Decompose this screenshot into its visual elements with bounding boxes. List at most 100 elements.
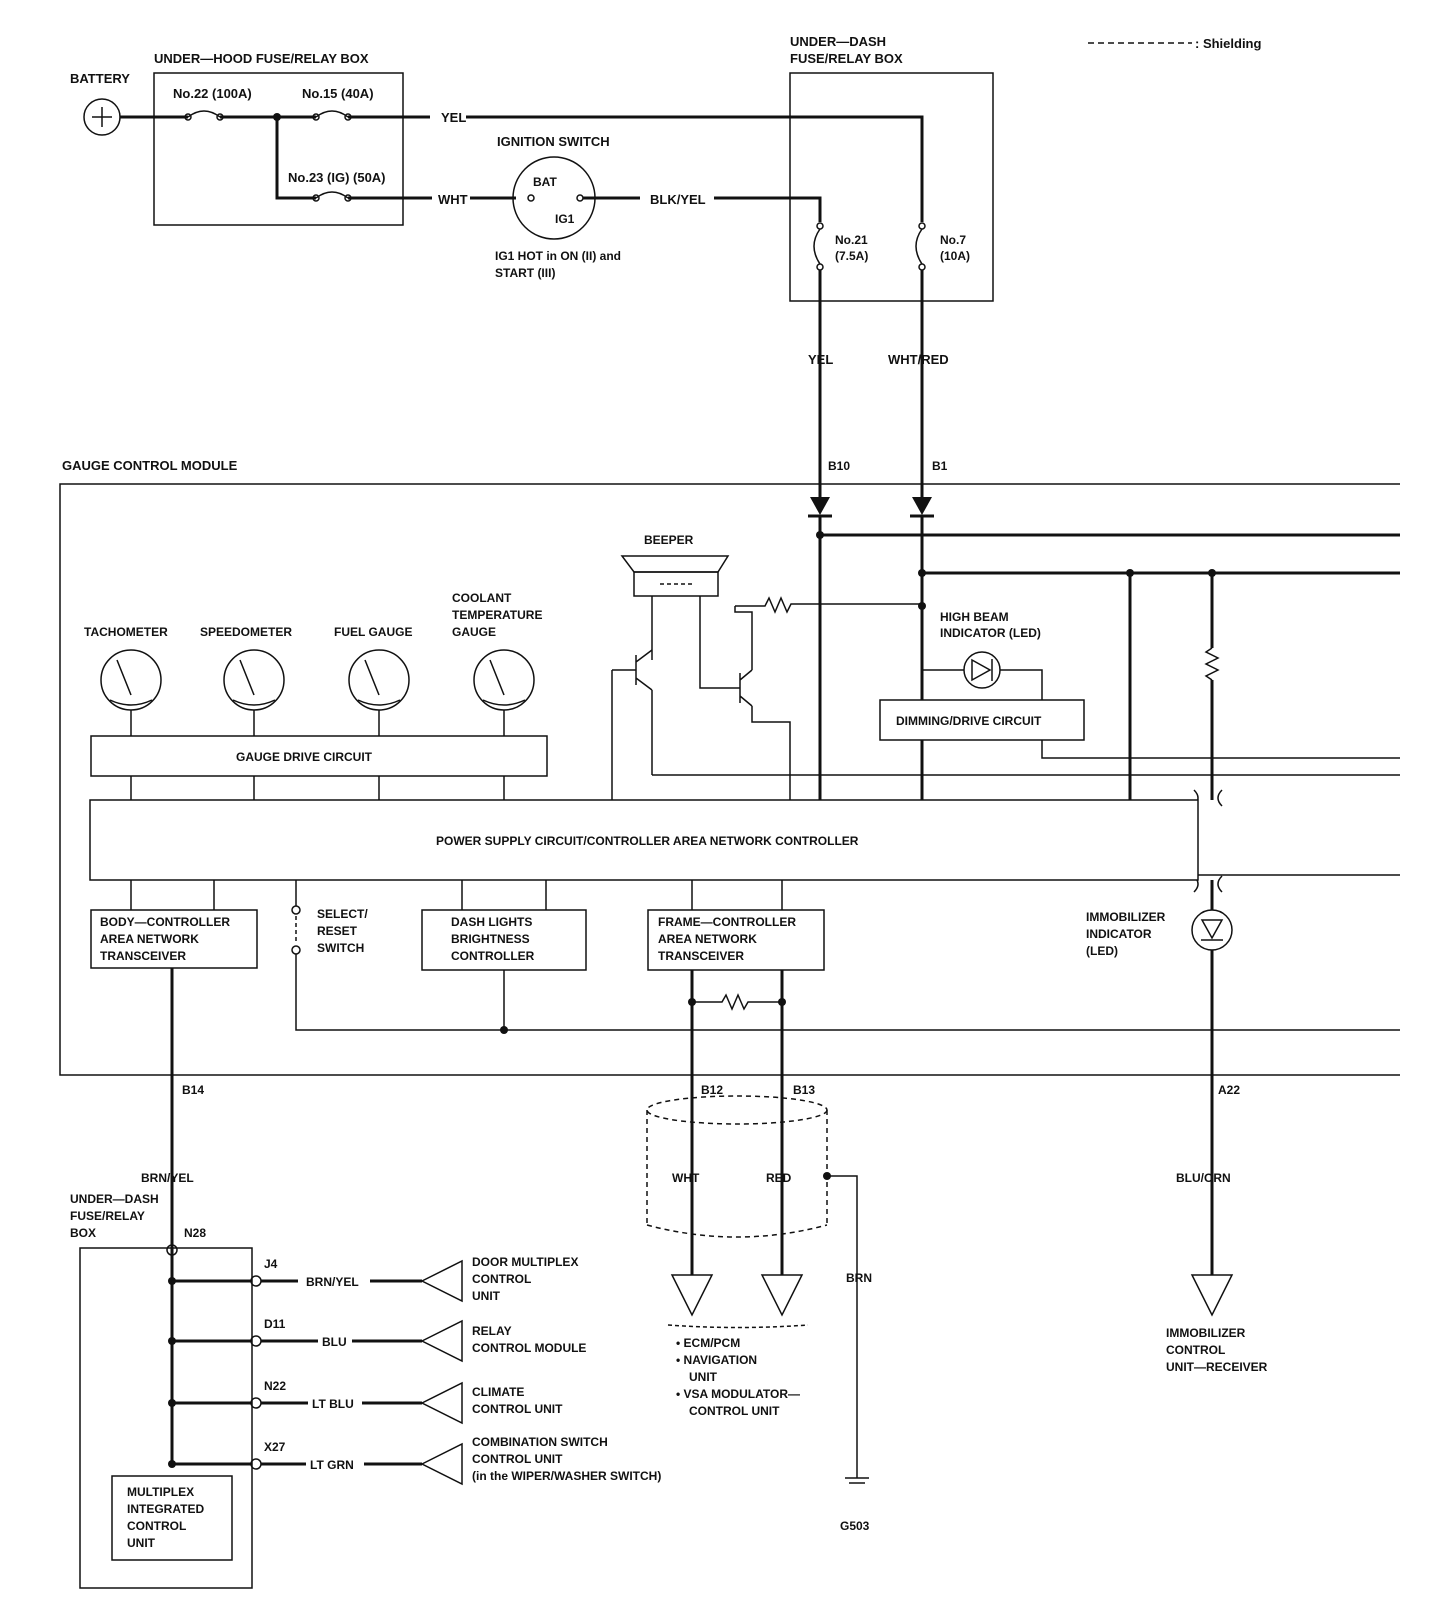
conn-unit-line3: UNIT — [472, 1289, 501, 1303]
dimming-drive-circuit — [879, 699, 1085, 741]
wire-wht-b12-label: WHT — [672, 1171, 700, 1185]
pin-b1-label: B1 — [932, 459, 948, 473]
conn-wire: BLU — [322, 1335, 347, 1349]
gauge-control-module-box — [59, 483, 1400, 1076]
underdash-fuse-relay-box — [789, 72, 994, 302]
conn-unit-line2: CONTROL MODULE — [472, 1341, 586, 1355]
connection-row-d11: D11 BLU RELAY CONTROL MODULE — [261, 1317, 586, 1363]
frame-can-line3: TRANSCEIVER — [658, 949, 744, 963]
frame-can-line2: AREA NETWORK — [658, 932, 757, 946]
can-unit-4: • VSA MODULATOR— — [676, 1387, 800, 1401]
micu-line1: MULTIPLEX — [127, 1485, 194, 1499]
pin-b10-label: B10 — [828, 459, 850, 473]
high-beam-line2: INDICATOR (LED) — [940, 626, 1041, 640]
conn-unit-line1: COMBINATION SWITCH — [472, 1435, 608, 1449]
wire-brn-label: BRN — [846, 1271, 872, 1285]
gcm-title: GAUGE CONTROL MODULE — [62, 458, 238, 473]
beeper: BEEPER — [620, 533, 730, 597]
tachometer-label: TACHOMETER — [84, 625, 168, 639]
wire-blkyel-label: BLK/YEL — [650, 192, 706, 207]
conn-pin: J4 — [264, 1257, 278, 1271]
can-bus-shield — [646, 1095, 828, 1238]
immobilizer-unit-line3: UNIT—RECEIVER — [1166, 1360, 1268, 1374]
gauge-drive-label: GAUGE DRIVE CIRCUIT — [236, 750, 373, 764]
pin-b14-label: B14 — [182, 1083, 204, 1097]
shielding-legend: : Shielding — [1088, 36, 1262, 51]
fuse-23-label: No.23 (IG) (50A) — [288, 170, 386, 185]
can-unit-1: • ECM/PCM — [676, 1336, 740, 1350]
body-can-transceiver — [90, 909, 258, 969]
conn-wire: LT BLU — [312, 1397, 354, 1411]
gauge-drive-circuit — [90, 735, 548, 777]
body-can-line1: BODY—CONTROLLER — [100, 915, 230, 929]
high-beam-line1: HIGH BEAM — [940, 610, 1009, 624]
wire-whtred-label: WHT/RED — [888, 352, 949, 367]
fuse-22-label: No.22 (100A) — [173, 86, 252, 101]
dimming-drive-label: DIMMING/DRIVE CIRCUIT — [896, 714, 1042, 728]
pin-b12-label: B12 — [701, 1083, 723, 1097]
fuel-gauge — [348, 649, 410, 711]
conn-unit-line1: RELAY — [472, 1324, 512, 1338]
ground-label: G503 — [840, 1519, 870, 1533]
wire-bluorn-label: BLU/ORN — [1176, 1171, 1231, 1185]
can-receiver-wht-symbol — [670, 1274, 714, 1317]
dash-lights-line2: BRIGHTNESS — [451, 932, 530, 946]
dash-lights-line3: CONTROLLER — [451, 949, 535, 963]
underdash-fuse-relay-box-2 — [79, 1247, 253, 1589]
battery-label: BATTERY — [70, 71, 130, 86]
can-receiver-red-symbol — [760, 1274, 804, 1317]
wire-wht-label: WHT — [438, 192, 468, 207]
connection-row-j4: J4 BRN/YEL DOOR MULTIPLEX CONTROL UNIT — [261, 1255, 578, 1303]
body-can-line3: TRANSCEIVER — [100, 949, 186, 963]
conn-wire: LT GRN — [310, 1458, 354, 1472]
high-beam-led — [963, 651, 1001, 689]
pin-a22-label: A22 — [1218, 1083, 1240, 1097]
underdash-box-label-line2: FUSE/RELAY BOX — [790, 51, 903, 66]
wire-yel-label: YEL — [441, 110, 466, 125]
select-reset-line3: SWITCH — [317, 941, 364, 955]
fuse-7-line2: (10A) — [940, 249, 970, 263]
tachometer-gauge — [100, 649, 162, 711]
conn-unit-line2: CONTROL — [472, 1272, 531, 1286]
can-unit-2: • NAVIGATION — [676, 1353, 757, 1367]
micu-line2: INTEGRATED — [127, 1502, 204, 1516]
frame-can-line1: FRAME—CONTROLLER — [658, 915, 796, 929]
conn-unit-line2: CONTROL UNIT — [472, 1452, 563, 1466]
wire-red-b13-label: RED — [766, 1171, 792, 1185]
speedometer-label: SPEEDOMETER — [200, 625, 292, 639]
immobilizer-indicator-led — [1191, 909, 1233, 951]
pin-b13-label: B13 — [793, 1083, 815, 1097]
coolant-line3: GAUGE — [452, 625, 496, 639]
select-reset-line1: SELECT/ — [317, 907, 368, 921]
underdash2-line3: BOX — [70, 1226, 96, 1240]
fuse-21-line1: No.21 — [835, 233, 868, 247]
conn-pin: N22 — [264, 1379, 286, 1393]
ignition-switch: IGNITION SWITCH BAT IG1 IG1 HOT in ON (I… — [495, 134, 621, 280]
dash-lights-line1: DASH LIGHTS — [451, 915, 532, 929]
immobilizer-unit-line2: CONTROL — [1166, 1343, 1225, 1357]
fuse-15-label: No.15 (40A) — [302, 86, 374, 101]
connection-row-n22: N22 LT BLU CLIMATE CONTROL UNIT — [261, 1379, 563, 1425]
power-supply-can-controller — [89, 799, 1199, 881]
can-unit-3: UNIT — [689, 1370, 718, 1384]
power-supply-label: POWER SUPPLY CIRCUIT/CONTROLLER AREA NET… — [436, 834, 859, 848]
conn-unit-line1: CLIMATE — [472, 1385, 524, 1399]
ig1-terminal-label: IG1 — [555, 212, 575, 226]
fuse-7-line1: No.7 — [940, 233, 966, 247]
ig1-note-line2: START (III) — [495, 266, 555, 280]
dash-lights-brightness-controller — [421, 909, 587, 971]
immobilizer-ind-line2: INDICATOR — [1086, 927, 1152, 941]
beeper-label: BEEPER — [644, 533, 694, 547]
underdash-box-label-line1: UNDER—DASH — [790, 34, 886, 49]
conn-unit-line2: CONTROL UNIT — [472, 1402, 563, 1416]
underdash2-line1: UNDER—DASH — [70, 1192, 159, 1206]
coolant-temperature-gauge — [473, 649, 535, 711]
shielding-legend-label: : Shielding — [1195, 36, 1262, 51]
speedometer-gauge — [223, 649, 285, 711]
pin-n28-label: N28 — [184, 1226, 206, 1240]
underhood-box-label: UNDER—HOOD FUSE/RELAY BOX — [154, 51, 369, 66]
can-unit-5: CONTROL UNIT — [689, 1404, 780, 1418]
conn-pin: D11 — [264, 1317, 286, 1331]
multiplex-integrated-control-unit — [111, 1475, 233, 1561]
